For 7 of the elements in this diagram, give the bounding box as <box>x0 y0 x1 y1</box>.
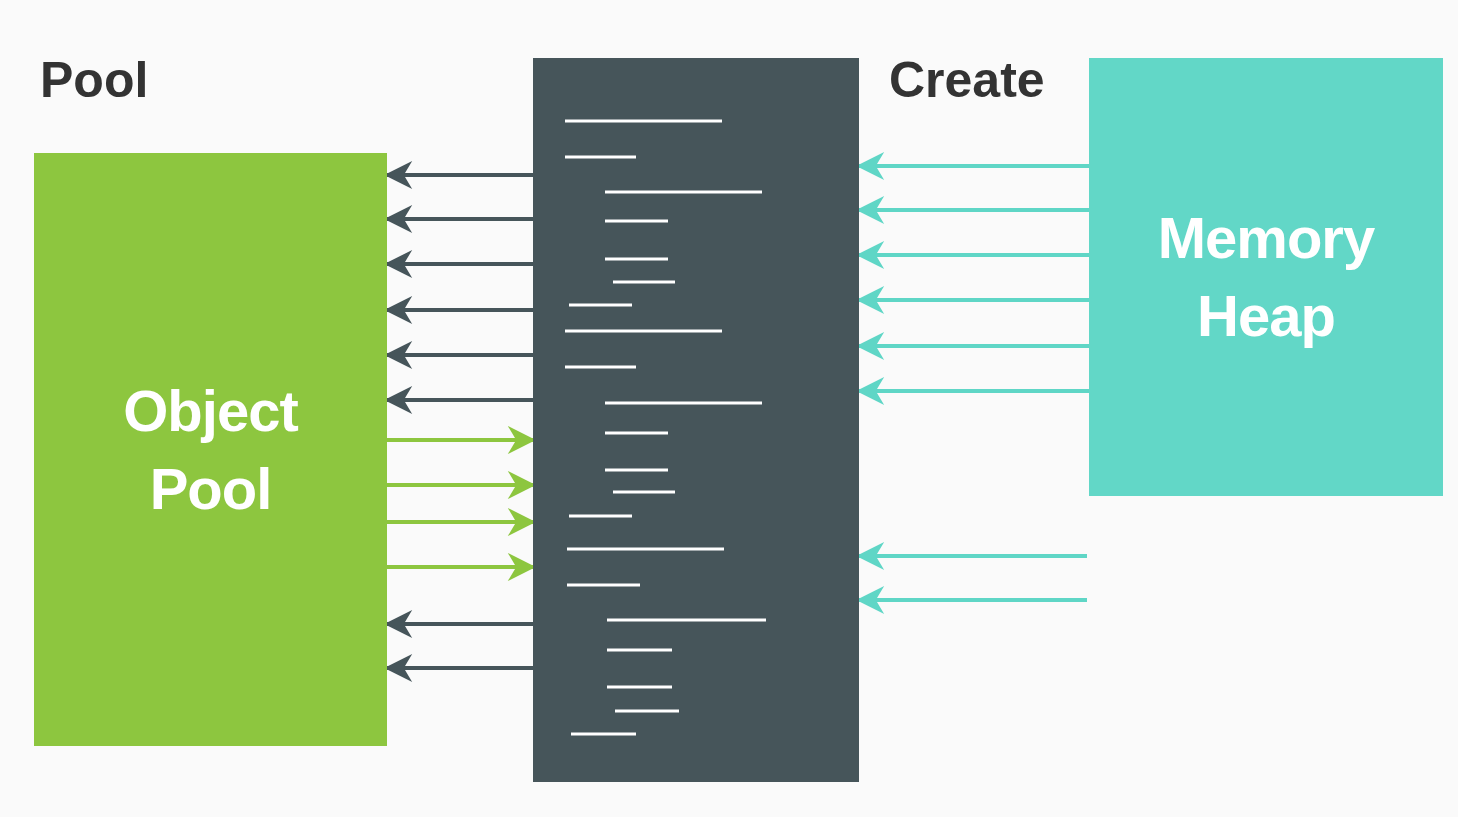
box-label: Object Pool <box>122 376 299 523</box>
heading-label: Create <box>889 52 1045 108</box>
object-pool-box <box>34 153 387 746</box>
code-block-box <box>533 58 859 782</box>
memory-heap-box <box>1089 58 1443 496</box>
heading-label: Pool <box>40 52 149 108</box>
box-label: Memory Heap <box>1156 204 1376 350</box>
